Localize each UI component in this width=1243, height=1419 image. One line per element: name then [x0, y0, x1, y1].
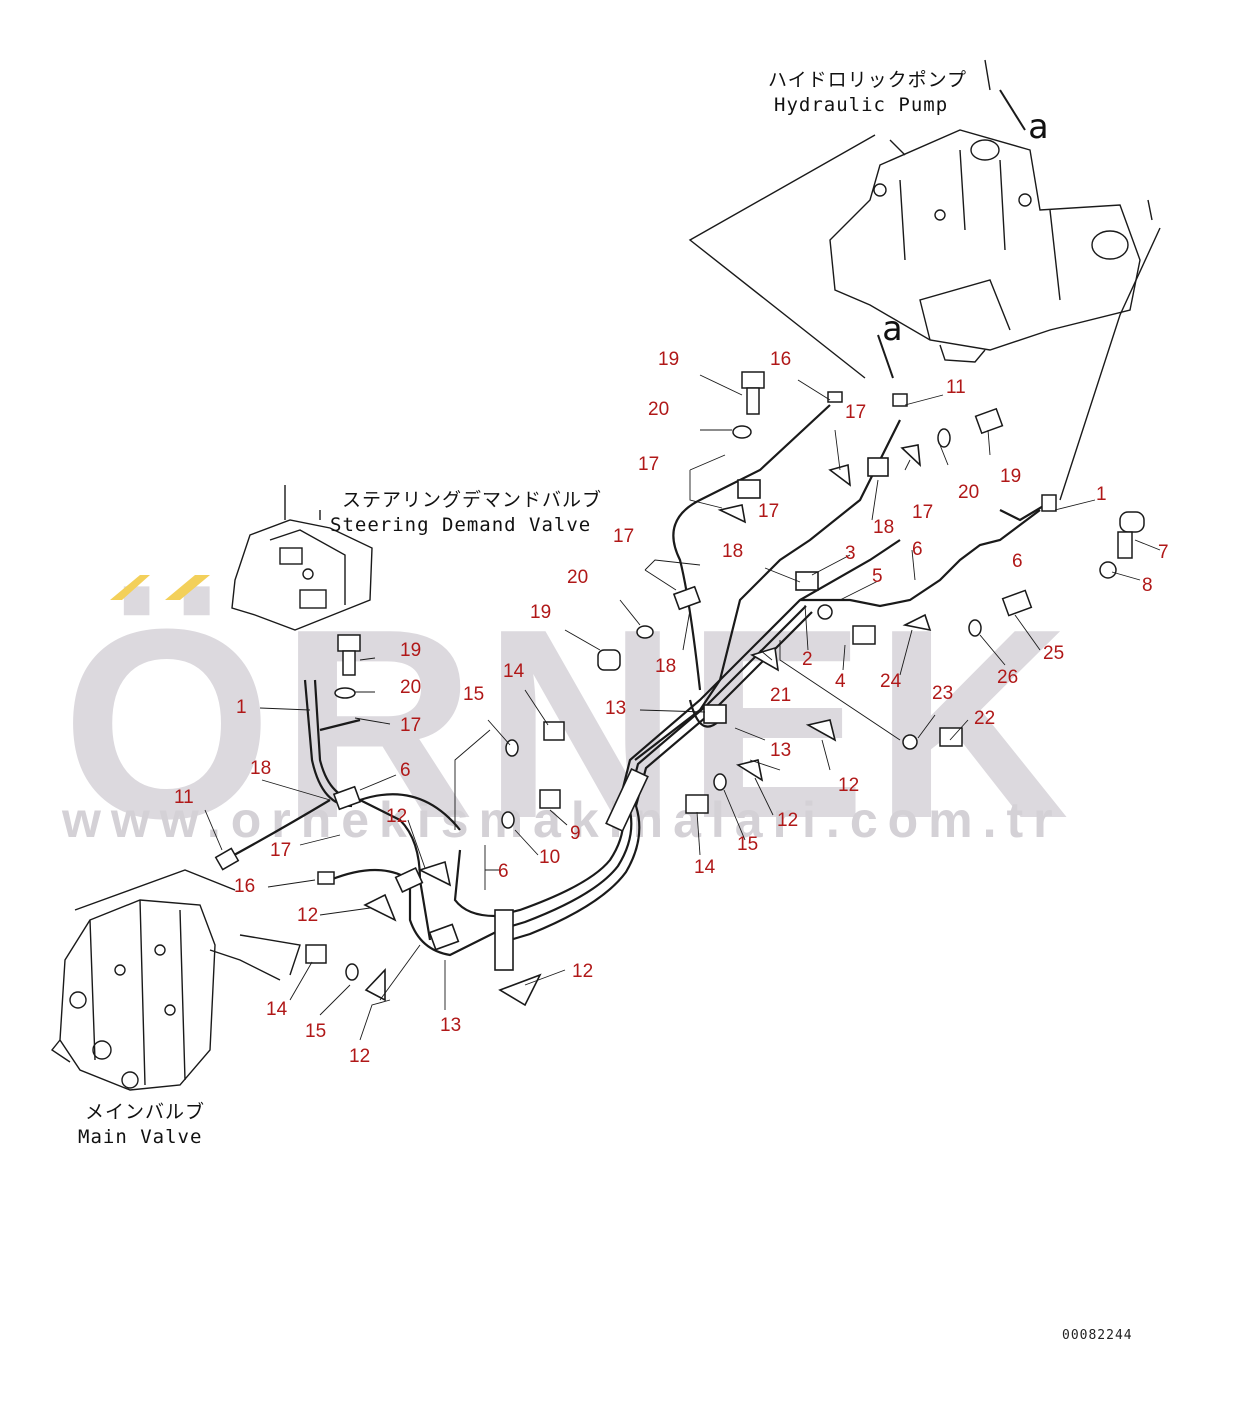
leader-lines: [204, 374, 1161, 1041]
part-label: 2: [802, 649, 813, 670]
part-label: 9: [570, 823, 581, 844]
part-label: 15: [305, 1021, 327, 1042]
main-valve-drawing: [50, 899, 281, 1091]
part-label: 6: [498, 861, 509, 882]
part-label: 19: [1000, 466, 1022, 487]
main-valve-caption-jp: メインバルブ: [85, 1101, 206, 1123]
part-label: 11: [174, 787, 194, 808]
part-label: 17: [613, 526, 635, 547]
part-label: 10: [539, 847, 561, 868]
part-label: 12: [349, 1046, 371, 1067]
part-label: 14: [266, 999, 288, 1020]
part-label: 7: [1158, 542, 1169, 563]
clamps: [332, 444, 932, 1007]
bolts-and-washers: [214, 371, 1145, 981]
part-label: 5: [872, 566, 883, 587]
steering-demand-valve-drawing: [231, 485, 373, 631]
part-label: 12: [572, 961, 594, 982]
part-label: 6: [1012, 551, 1023, 572]
part-label: 17: [912, 502, 934, 523]
part-label: 20: [567, 567, 589, 588]
part-label: 17: [638, 454, 660, 475]
part-label: 18: [722, 541, 744, 562]
part-label: 26: [997, 667, 1019, 688]
part-label: 22: [974, 708, 996, 729]
part-label: 12: [777, 810, 799, 831]
watermark-brand: ÖRNEK: [62, 574, 1078, 875]
hydraulic-pump-caption-jp: ハイドロリックポンプ: [768, 69, 968, 91]
part-label: 15: [463, 684, 485, 705]
part-label: 24: [880, 671, 902, 692]
steering-demand-valve-caption-en: Steering Demand Valve: [330, 514, 592, 536]
part-label: 8: [1142, 575, 1153, 596]
part-label: 1: [236, 697, 247, 718]
part-label: 20: [648, 399, 670, 420]
steering-demand-valve-caption-jp: ステアリングデマンドバルブ: [342, 489, 603, 511]
part-label: 16: [234, 876, 256, 897]
part-label: 19: [530, 602, 552, 623]
part-label: 12: [386, 806, 408, 827]
part-label: 6: [400, 760, 411, 781]
drawing-number: 00082244: [1062, 1328, 1133, 1343]
part-label: 16: [770, 349, 792, 370]
part-label: 25: [1043, 643, 1065, 664]
view-marker-mid: a: [882, 309, 903, 349]
part-label: 18: [873, 517, 895, 538]
part-label: 15: [737, 834, 759, 855]
part-label: 17: [400, 715, 422, 736]
main-valve-caption-en: Main Valve: [78, 1126, 203, 1148]
part-label: 4: [835, 671, 846, 692]
part-label: 13: [440, 1015, 462, 1036]
accent-mark-left: [110, 575, 150, 600]
part-label: 19: [658, 349, 680, 370]
part-label: 14: [503, 661, 525, 682]
part-label: 14: [694, 857, 716, 878]
part-label: 17: [758, 501, 780, 522]
part-label: 20: [958, 482, 980, 503]
part-label: 12: [838, 775, 860, 796]
part-label: 11: [946, 377, 966, 398]
part-label: 18: [655, 656, 677, 677]
part-label: 23: [932, 683, 954, 704]
view-marker-top: a: [1028, 107, 1049, 147]
part-label: 12: [297, 905, 319, 926]
part-label: 19: [400, 640, 422, 661]
part-label: 13: [605, 698, 627, 719]
part-label: 6: [912, 539, 923, 560]
hydraulic-pump-caption-en: Hydraulic Pump: [774, 94, 949, 116]
hose-lines: [224, 404, 1046, 957]
accent-mark-right: [165, 575, 210, 600]
part-label: 21: [770, 685, 792, 706]
part-label: 3: [845, 543, 856, 564]
hydraulic-pump-drawing: [829, 59, 1153, 363]
part-label: 18: [250, 758, 272, 779]
part-label: 20: [400, 677, 422, 698]
part-label: 17: [270, 840, 292, 861]
part-label: 1: [1096, 484, 1107, 505]
part-label: 13: [770, 740, 792, 761]
part-label: 17: [845, 402, 867, 423]
